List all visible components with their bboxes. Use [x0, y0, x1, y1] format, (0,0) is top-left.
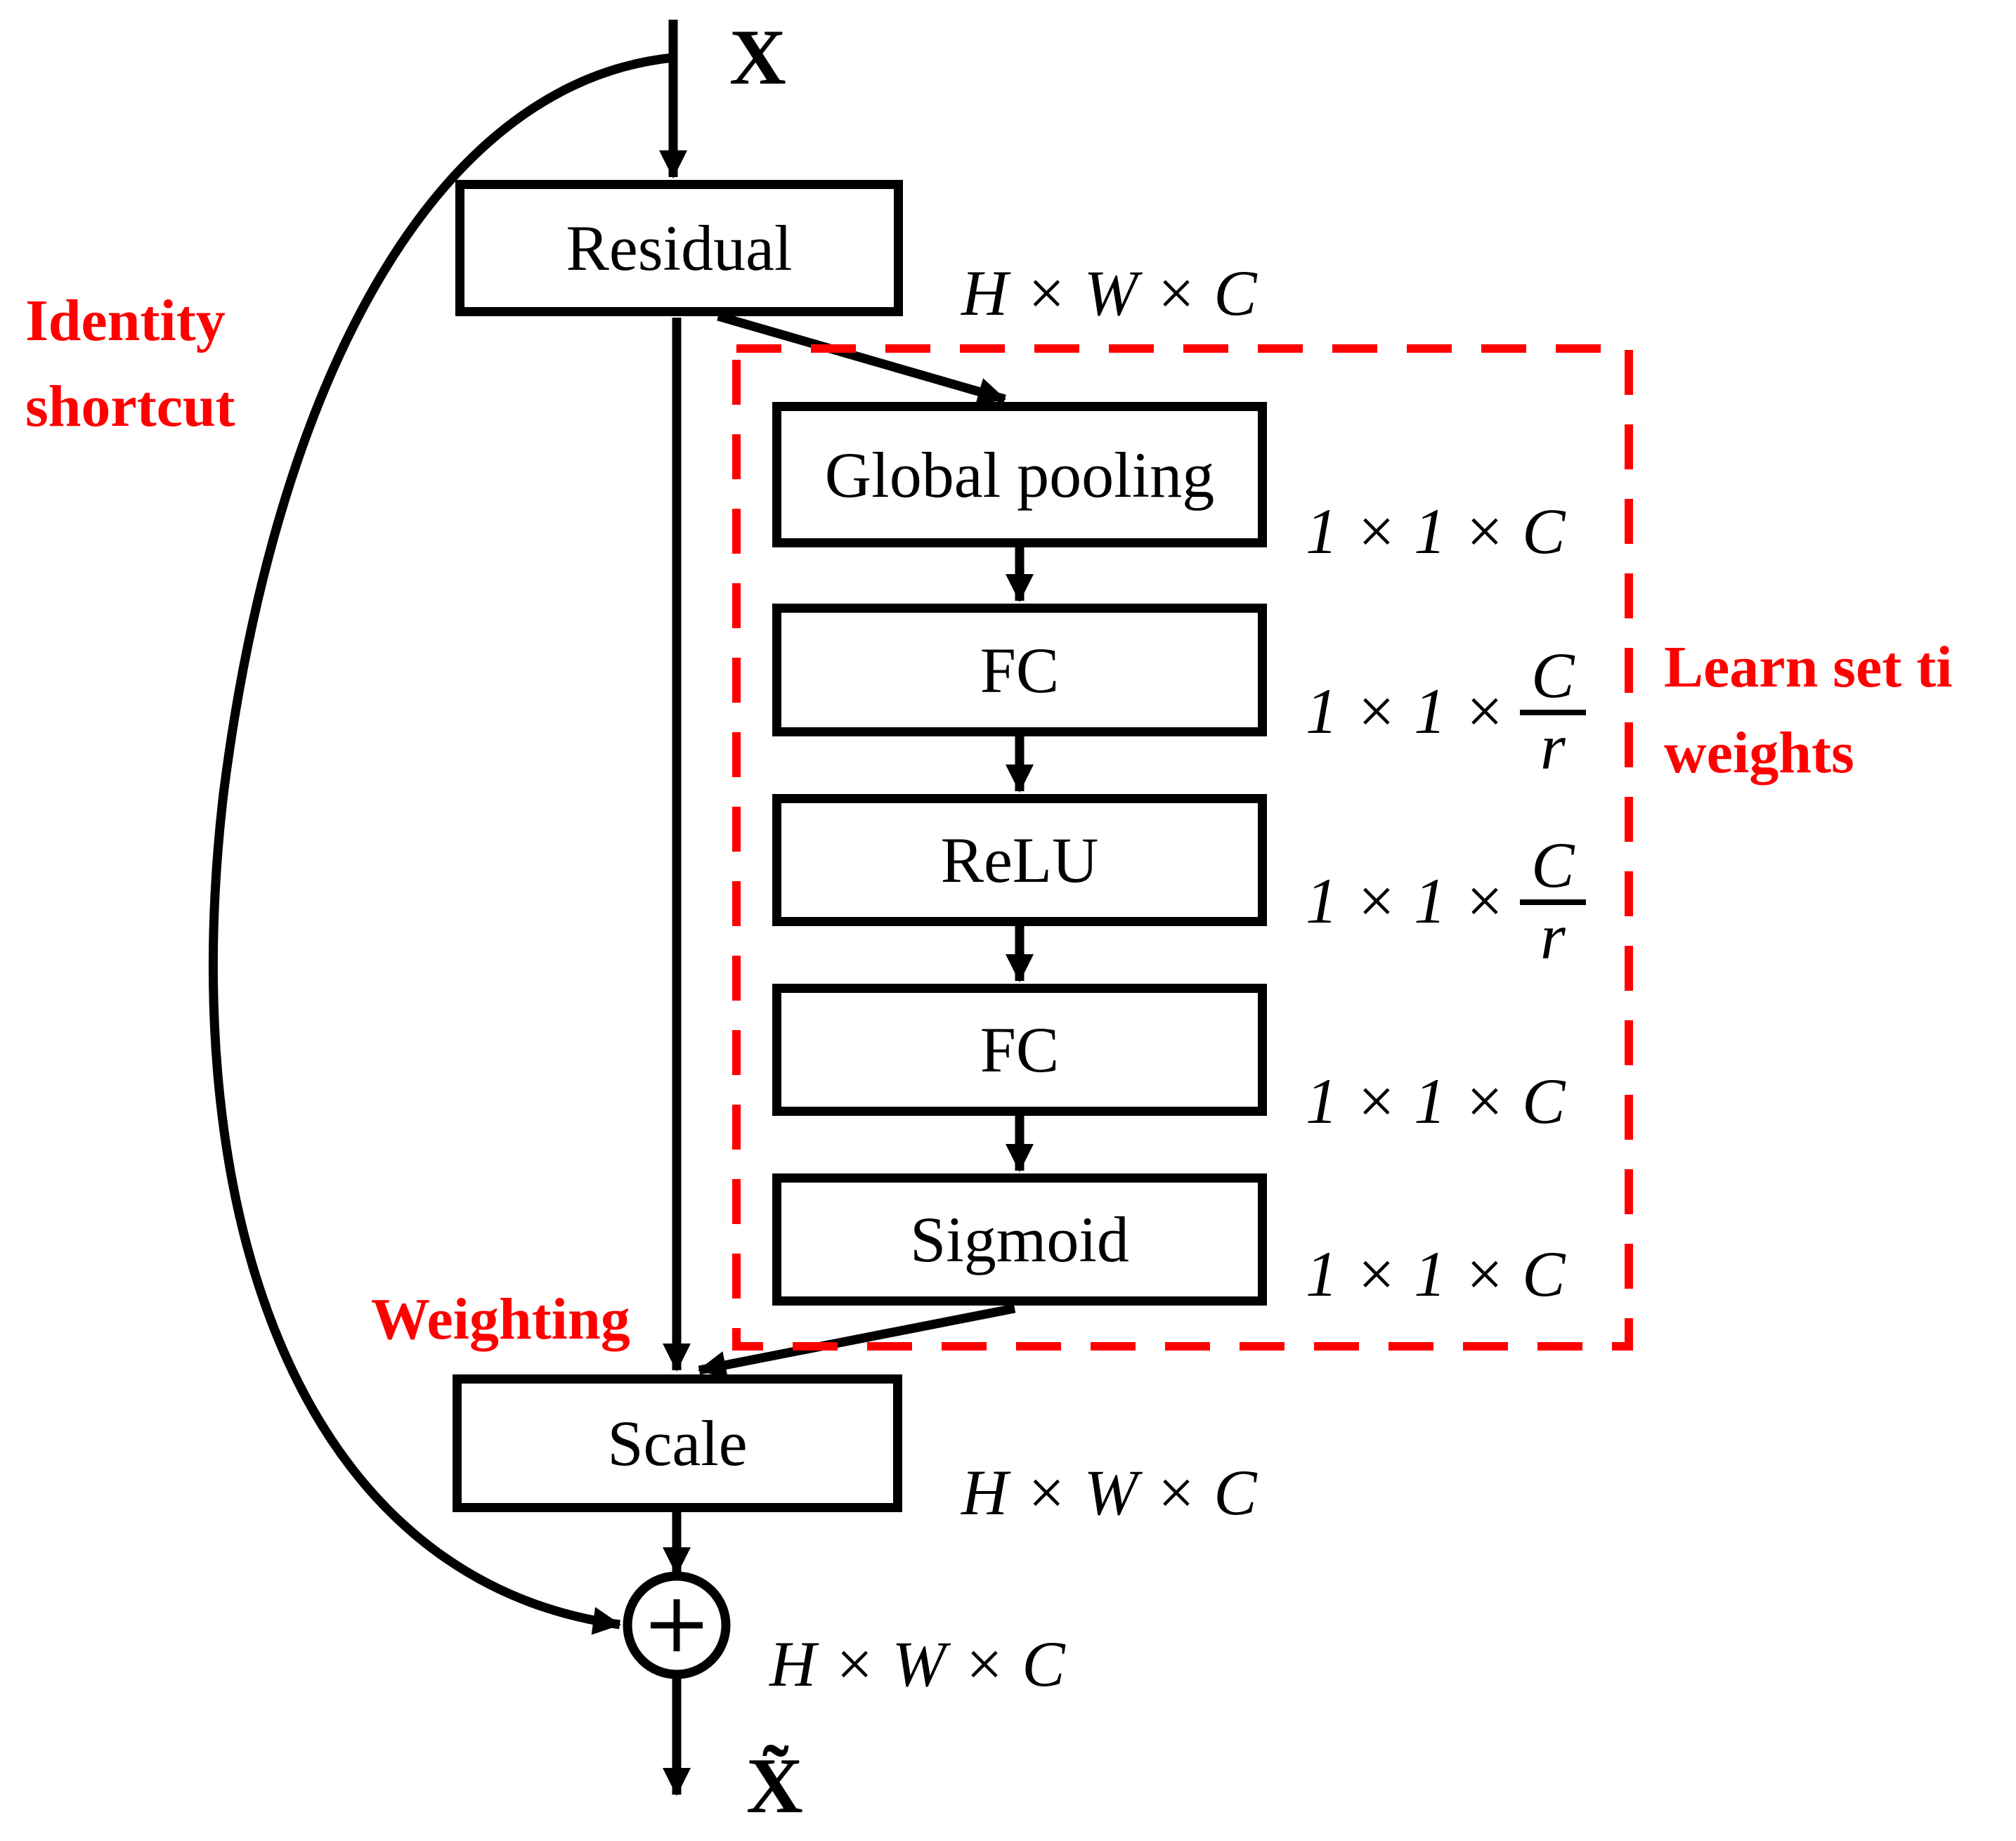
- sigmoid-label: Sigmoid: [910, 1204, 1129, 1275]
- dim-fc1: 1 × 1 × C r: [1306, 643, 1586, 783]
- learn-weights-line2: weights: [1664, 720, 1854, 786]
- global-pooling-box: Global pooling: [772, 402, 1267, 547]
- dim-fc1-numerator: C: [1520, 643, 1586, 716]
- dim-relu-fraction: C r: [1520, 833, 1586, 973]
- output-label: X̃: [746, 1743, 803, 1830]
- dim-global-pooling: 1 × 1 × C: [1306, 495, 1566, 567]
- global-pooling-label: Global pooling: [824, 438, 1215, 511]
- dim-sigmoid: 1 × 1 × C: [1306, 1238, 1566, 1310]
- dim-scale: H × W × C: [961, 1457, 1257, 1528]
- dim-fc1-prefix: 1 × 1 ×: [1306, 675, 1507, 748]
- learn-weights-annotation: Learn set ti weights: [1664, 625, 1953, 796]
- dim-residual: H × W × C: [961, 257, 1257, 329]
- dim-relu-numerator: C: [1520, 833, 1586, 906]
- dim-fc1-fraction: C r: [1520, 643, 1586, 783]
- dim-sum: H × W × C: [769, 1628, 1065, 1700]
- sigmoid-box: Sigmoid: [772, 1173, 1267, 1306]
- dim-relu: 1 × 1 × C r: [1306, 833, 1586, 973]
- fc1-box: FC: [772, 604, 1267, 736]
- identity-shortcut-line2: shortcut: [25, 374, 235, 439]
- dim-fc2: 1 × 1 × C: [1306, 1065, 1566, 1137]
- scale-box: Scale: [453, 1374, 902, 1512]
- sigmoid-to-scale-arrow: [698, 1303, 1016, 1379]
- fc2-box: FC: [772, 984, 1267, 1116]
- fc2-label: FC: [980, 1014, 1060, 1086]
- fc1-label: FC: [980, 634, 1060, 706]
- weighting-annotation: Weighting: [371, 1287, 630, 1352]
- dim-fc1-denominator: r: [1540, 711, 1566, 783]
- relu-box: ReLU: [772, 794, 1267, 926]
- relu-label: ReLU: [940, 824, 1099, 896]
- input-label: X: [729, 14, 786, 101]
- identity-shortcut-curve: [209, 53, 674, 1635]
- identity-shortcut-line1: Identity: [25, 288, 226, 353]
- dim-relu-denominator: r: [1540, 901, 1566, 973]
- plus-icon: [651, 1599, 703, 1651]
- residual-label: Residual: [566, 212, 793, 284]
- dim-relu-prefix: 1 × 1 ×: [1306, 865, 1507, 937]
- excitation-dashed-box: [732, 344, 1633, 1351]
- learn-weights-line1: Learn set ti: [1664, 635, 1953, 700]
- residual-to-global-pooling-arrow: [717, 311, 1006, 405]
- residual-box: Residual: [455, 180, 903, 316]
- identity-shortcut-annotation: Identity shortcut: [25, 278, 235, 450]
- scale-label: Scale: [607, 1407, 748, 1479]
